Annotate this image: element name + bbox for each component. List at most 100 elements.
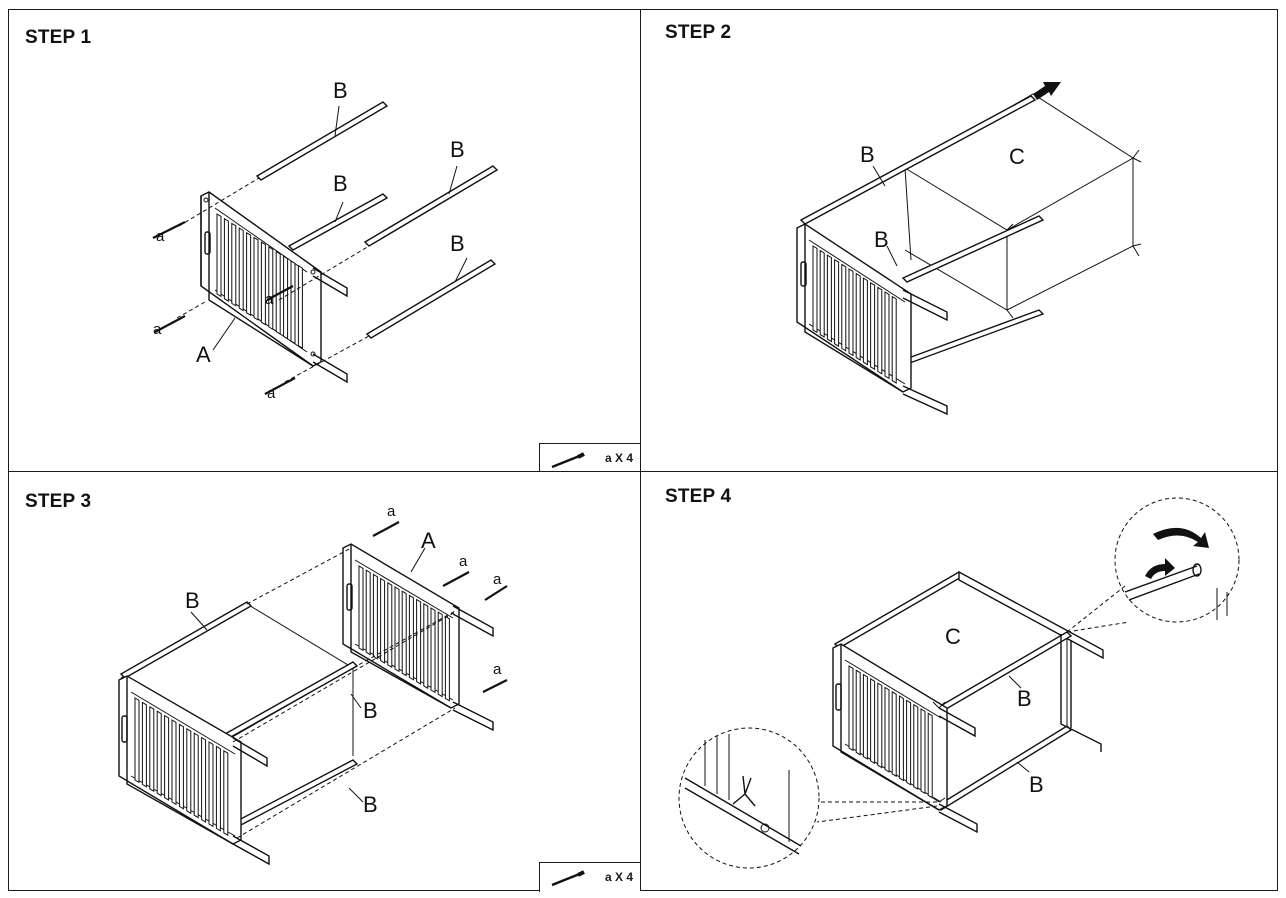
crib-slat xyxy=(826,254,832,343)
callout-screw: a xyxy=(156,228,165,245)
crib-slat xyxy=(387,581,393,669)
crib-slat xyxy=(186,727,192,815)
step-4-title: STEP 4 xyxy=(665,486,732,507)
crib-slat xyxy=(365,569,371,656)
step-3-panel: STEP 3 xyxy=(8,471,643,892)
crib-slat xyxy=(891,295,897,384)
callout-c: C xyxy=(945,624,961,649)
crib-slat xyxy=(444,615,450,702)
callout-a: A xyxy=(196,342,211,367)
crib-slat xyxy=(141,701,147,788)
callout-screw: a xyxy=(493,571,502,588)
callout-c: C xyxy=(1009,144,1025,169)
step-1-panel: STEP 1 xyxy=(8,9,643,474)
tie-detail-icon xyxy=(1114,497,1240,623)
step-1-illustration xyxy=(152,101,499,395)
crib-slat xyxy=(164,714,170,801)
crib-slat xyxy=(193,732,199,819)
callout-b: B xyxy=(363,792,378,817)
crib-slat xyxy=(891,690,897,778)
crib-slat xyxy=(870,281,876,371)
step-4-panel: STEP 4 xyxy=(640,471,1278,891)
crib-slat xyxy=(898,695,904,782)
step-3-illustration xyxy=(118,521,508,866)
callout-b: B xyxy=(333,78,348,103)
legend-quantity: a X 4 xyxy=(604,870,633,884)
callout-screw: a xyxy=(387,503,396,520)
crib-slat xyxy=(201,736,207,823)
rotate-arrow-icon xyxy=(1145,527,1209,579)
crib-slat xyxy=(156,710,162,797)
crib-slat xyxy=(223,217,229,302)
crib-slat xyxy=(870,678,876,765)
crib-slat xyxy=(134,697,140,784)
callout-b: B xyxy=(333,171,348,196)
crib-slat xyxy=(216,213,222,298)
legend-quantity: a X 4 xyxy=(604,451,633,465)
crib-slat xyxy=(906,699,912,786)
callout-b: B xyxy=(1017,686,1032,711)
rods-b xyxy=(255,101,499,339)
end-panel-a xyxy=(118,675,242,845)
crib-slat xyxy=(178,723,184,810)
callout-screw: a xyxy=(493,661,502,678)
crib-slat xyxy=(358,565,364,652)
crib-slat xyxy=(238,227,244,312)
crib-slat xyxy=(297,264,303,349)
step-3-title: STEP 3 xyxy=(25,491,92,512)
crib-slat xyxy=(877,286,883,375)
callout-screw: a xyxy=(459,553,468,570)
crib-slat xyxy=(380,577,386,664)
crib-slat xyxy=(848,665,854,752)
screw-icon xyxy=(551,452,585,469)
end-panel-a xyxy=(200,191,322,367)
crib-slat xyxy=(372,573,378,660)
screw-icon xyxy=(551,870,585,887)
fabric-c xyxy=(904,93,1134,311)
crib-slat xyxy=(848,268,854,357)
crib-slat xyxy=(423,602,429,690)
end-panel-a xyxy=(832,643,948,811)
crib-slat xyxy=(884,686,890,773)
step-2-title: STEP 2 xyxy=(665,22,732,43)
crib-slat xyxy=(260,241,266,326)
callout-screw: a xyxy=(265,291,274,308)
end-panel-a xyxy=(796,223,912,393)
callout-b: B xyxy=(1029,772,1044,797)
callout-b: B xyxy=(860,142,875,167)
crib-slat xyxy=(855,272,861,361)
crib-slat xyxy=(394,586,400,673)
crib-slat xyxy=(812,245,818,334)
crib-slat xyxy=(268,246,274,331)
step-1-title: STEP 1 xyxy=(25,27,92,48)
crib-slat xyxy=(416,598,422,685)
crib-slat xyxy=(430,607,436,694)
callout-a: A xyxy=(421,528,436,553)
crib-slat xyxy=(884,291,890,380)
hardware-legend: a X 4 xyxy=(539,443,643,474)
crib-slat xyxy=(819,249,825,338)
step-2-panel: STEP 2 xyxy=(640,9,1278,473)
crib-slat xyxy=(437,611,443,698)
tie-detail-icon xyxy=(678,727,820,869)
callout-b: B xyxy=(185,588,200,613)
crib-slat xyxy=(208,741,214,828)
crib-slat xyxy=(855,669,861,756)
callout-b: B xyxy=(874,227,889,252)
crib-slat xyxy=(215,745,221,832)
step-2-illustration xyxy=(796,82,1142,416)
hardware-legend: a X 4 xyxy=(539,862,643,892)
crib-slat xyxy=(862,277,868,366)
callout-b: B xyxy=(450,231,465,256)
end-panel-a xyxy=(342,543,460,709)
callout-screw: a xyxy=(267,385,276,402)
screw-icon xyxy=(152,221,296,395)
crib-slat xyxy=(862,673,868,760)
crib-slat xyxy=(877,682,883,769)
callout-b: B xyxy=(450,137,465,162)
callout-b: B xyxy=(363,698,378,723)
crib-slat xyxy=(231,222,237,307)
crib-slat xyxy=(171,719,177,806)
crib-slat xyxy=(834,258,840,348)
step-4-illustration xyxy=(678,497,1240,869)
